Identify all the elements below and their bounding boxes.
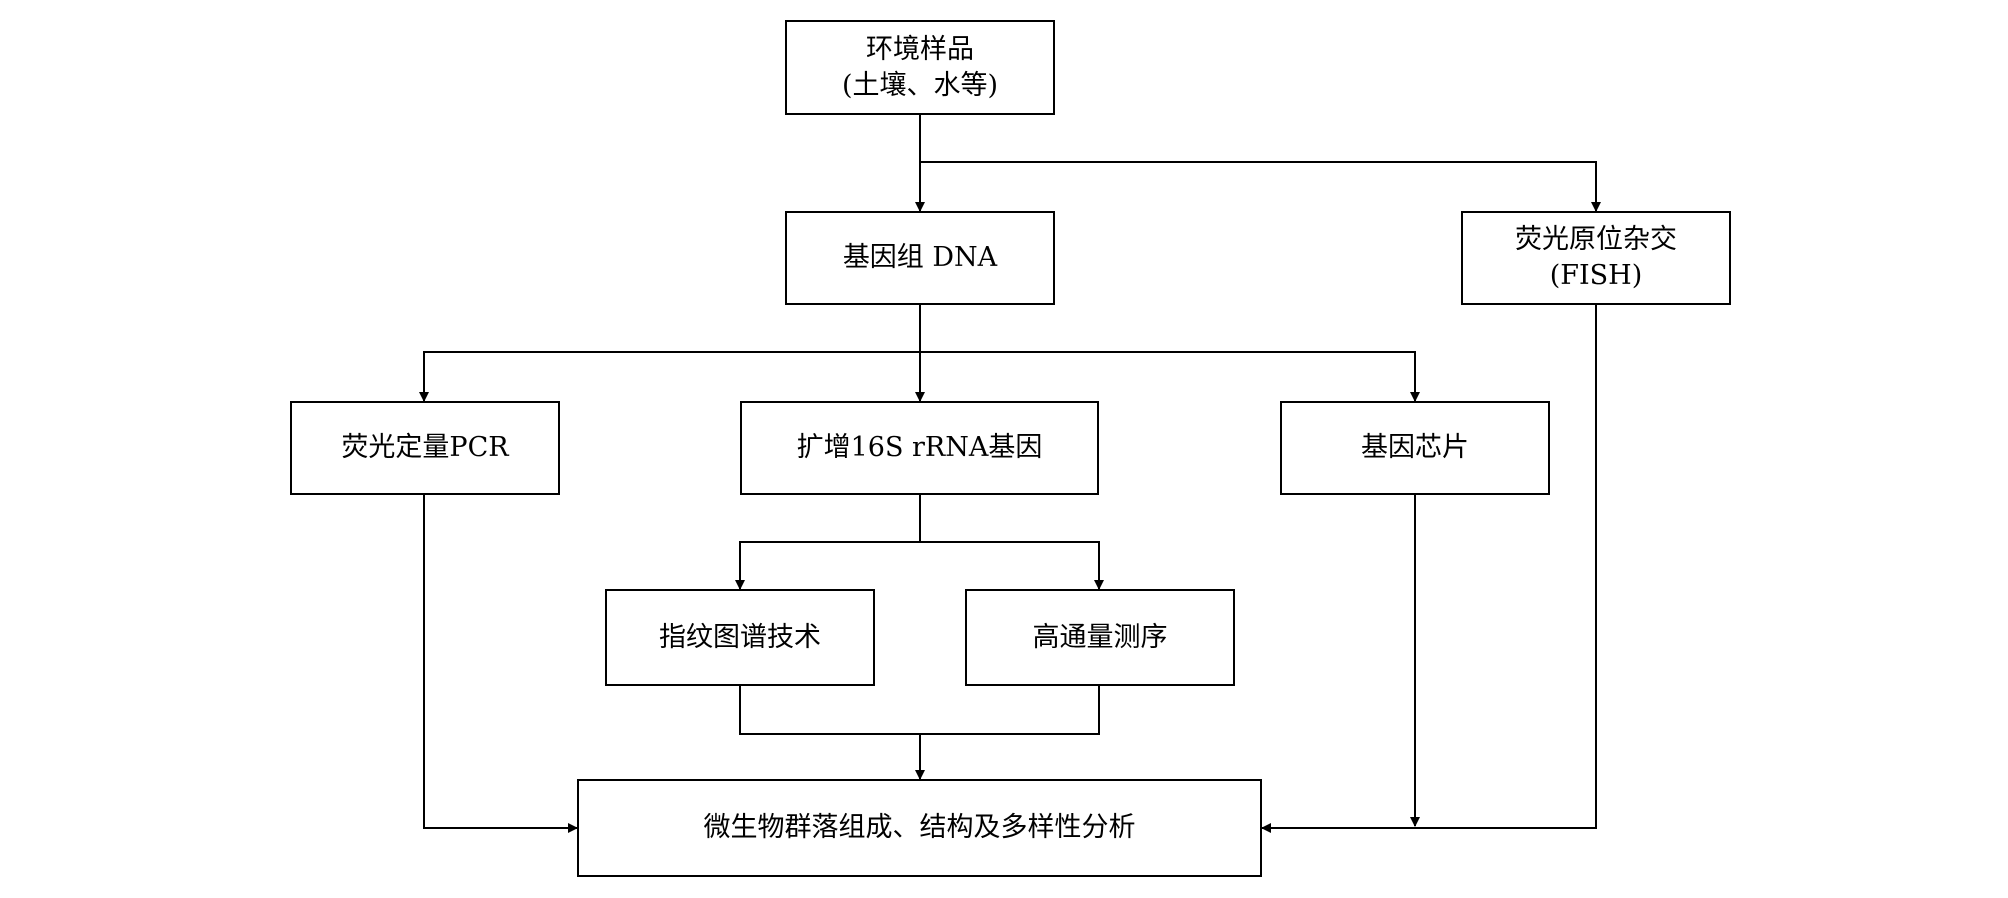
node-env-sample-line1: 环境样品 bbox=[865, 33, 974, 65]
node-amplify-16s: 扩增16S rRNA基因 bbox=[740, 401, 1099, 495]
node-amplify-16s-label: 扩增16S rRNA基因 bbox=[796, 432, 1043, 463]
arrow-env-to-fish bbox=[920, 161, 1601, 212]
node-genome-dna: 基因组 DNA bbox=[785, 211, 1055, 305]
arrow-16s-to-seq bbox=[920, 541, 1104, 590]
node-fish: 荧光原位杂交 (FISH) bbox=[1461, 211, 1731, 305]
arrow-qpcr-to-analysis bbox=[423, 495, 578, 833]
node-genome-dna-label: 基因组 DNA bbox=[842, 242, 998, 273]
node-qpcr: 荧光定量PCR bbox=[290, 401, 560, 495]
node-ht-seq-label: 高通量测序 bbox=[1032, 621, 1168, 653]
arrow-dna-to-qpcr bbox=[419, 351, 920, 402]
node-qpcr-label: 荧光定量PCR bbox=[341, 432, 509, 463]
node-fingerprint: 指纹图谱技术 bbox=[605, 589, 875, 686]
node-analysis-label: 微生物群落组成、结构及多样性分析 bbox=[703, 812, 1136, 843]
node-fish-line2: (FISH) bbox=[1549, 260, 1643, 291]
arrow-fish-to-analysis bbox=[1261, 305, 1597, 833]
node-fish-line1: 荧光原位杂交 bbox=[1515, 224, 1677, 255]
node-gene-chip-label: 基因芯片 bbox=[1361, 432, 1469, 463]
node-env-sample: 环境样品 (土壤、水等) bbox=[785, 20, 1055, 115]
connector-fingerprint-seq-merge bbox=[739, 686, 1100, 735]
node-analysis: 微生物群落组成、结构及多样性分析 bbox=[577, 779, 1262, 877]
node-gene-chip: 基因芯片 bbox=[1280, 401, 1550, 495]
node-env-sample-line2: (土壤、水等) bbox=[841, 69, 999, 101]
arrow-16s-to-fingerprint bbox=[735, 541, 920, 590]
node-fingerprint-label: 指纹图谱技术 bbox=[659, 621, 821, 653]
arrow-dna-to-chip bbox=[920, 351, 1420, 402]
node-ht-seq: 高通量测序 bbox=[965, 589, 1235, 686]
